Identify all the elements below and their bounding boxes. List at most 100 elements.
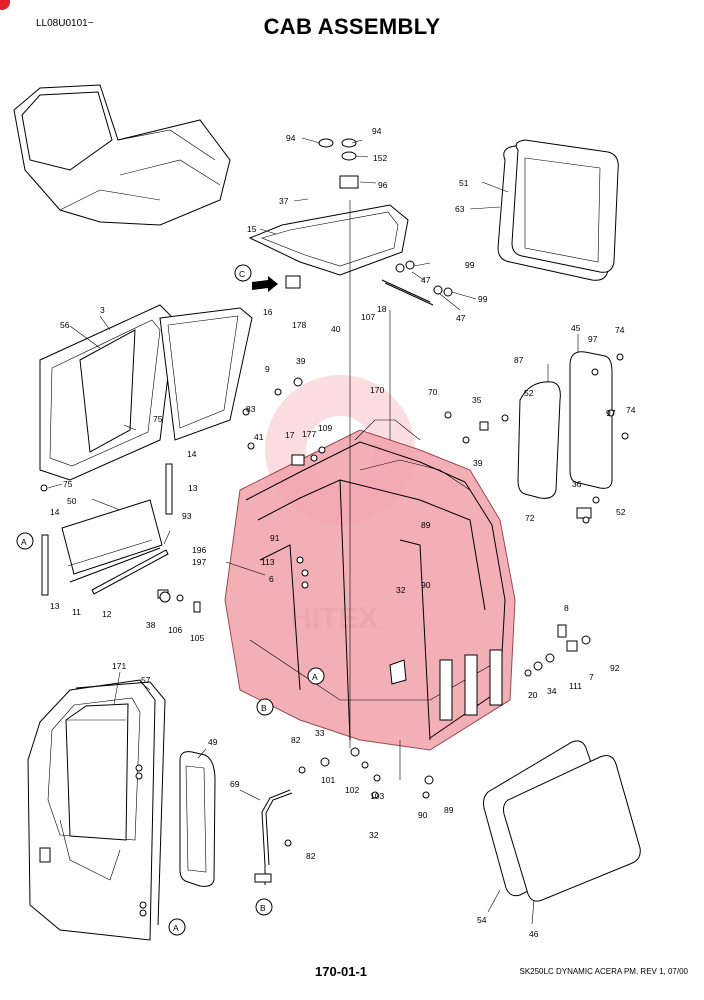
part-number-label: 72 [525,513,535,523]
part-number-label: 82 [306,851,316,861]
part-number-label: 9 [265,364,270,374]
part-number-label: 106 [168,625,182,635]
part-number-label: 90 [421,580,431,590]
rear-right-window [517,351,613,499]
part-number-label: 8 [564,603,569,613]
part-number-label: 111 [569,681,582,691]
part-number-label: 35 [472,395,482,405]
part-number-label: 12 [102,609,112,619]
callout-a-top: A [16,532,34,550]
part-number-label: 113 [261,557,275,567]
small-hardware-left [159,377,434,847]
cab-door [27,679,166,941]
part-number-label: 52 [616,507,626,517]
door-stay-rod [254,789,293,885]
part-number-label: 96 [378,180,388,190]
part-number-label: 20 [528,690,538,700]
part-number-label: 18 [377,304,387,314]
part-number-label: 14 [50,507,60,517]
part-number-label: 87 [514,355,524,365]
part-number-labels: 9494152963715994718994710740178165163356… [50,126,636,939]
callout-a-frame: A [307,667,325,685]
part-number-label: 97 [588,334,598,344]
part-number-label: 32 [396,585,406,595]
part-number-label: 97 [606,408,616,418]
part-number-label: 3 [100,305,105,315]
part-number-label: 7 [589,672,594,682]
roof-hatch [248,138,453,306]
part-number-label: 13 [50,601,60,611]
part-number-label: 197 [192,557,206,567]
part-number-label: 101 [321,775,335,785]
part-number-label: 15 [247,224,257,234]
svg-text:C: C [239,269,245,279]
part-number-label: 70 [428,387,438,397]
part-number-label: 170 [370,385,384,395]
part-number-label: 52 [524,388,534,398]
left-side-window [39,304,253,481]
part-number-label: 16 [263,307,273,317]
part-number-label: 92 [610,663,620,673]
small-hardware-right [444,353,629,677]
part-number-label: 13 [188,483,198,493]
part-number-label: 39 [296,356,306,366]
operator-seat [13,84,231,226]
svg-text:A: A [21,537,27,547]
part-number-label: 33 [315,728,325,738]
front-lower-glass [40,463,173,599]
part-number-label: 196 [192,545,206,555]
callout-a-door: A [168,918,186,936]
part-number-label: 109 [318,423,332,433]
door-window [179,751,216,887]
part-number-label: 99 [465,260,475,270]
part-number-label: 89 [444,805,454,815]
part-number-label: 17 [285,430,295,440]
part-number-label: 63 [455,204,465,214]
part-number-label: 89 [421,520,431,530]
footer-note: SK250LC DYNAMIC ACERA PM, REV 1, 07/00 [519,967,688,976]
part-number-label: 56 [60,320,70,330]
part-number-label: 177 [302,429,316,439]
part-number-label: 47 [421,275,431,285]
part-number-label: 45 [571,323,581,333]
part-number-label: 74 [615,325,625,335]
part-number-label: 82 [291,735,301,745]
part-number-label: 51 [459,178,469,188]
svg-text:A: A [173,923,179,933]
part-number-label: 74 [626,405,636,415]
part-number-label: 41 [254,432,264,442]
part-number-label: 57 [141,675,151,685]
part-number-label: 47 [456,313,466,323]
svg-text:B: B [260,903,266,913]
svg-text:B: B [261,703,267,713]
callout-b-frame: B [256,698,274,716]
part-number-label: 11 [72,607,81,617]
part-number-label: 91 [270,533,280,543]
part-number-label: 39 [473,458,483,468]
part-number-label: 178 [292,320,306,330]
part-number-label: 75 [153,414,163,424]
part-number-label: 50 [67,496,77,506]
part-number-label: 40 [331,324,341,334]
part-number-label: 49 [208,737,218,747]
part-number-label: 38 [146,620,156,630]
part-number-label: 94 [372,126,382,136]
part-number-label: 37 [279,196,289,206]
callout-c-arrow [252,276,278,292]
cab-frame [224,419,516,751]
page-number: 170-01-1 [315,964,368,979]
part-number-label: 171 [112,661,126,671]
svg-text:A: A [312,672,318,682]
part-number-label: 83 [246,404,256,414]
part-number-label: 36 [572,479,582,489]
callout-b-rod: B [255,898,273,916]
callout-c: C [234,264,252,282]
part-number-label: 105 [190,633,204,643]
part-number-label: 152 [373,153,387,163]
part-number-label: 103 [370,791,384,801]
corner-badge [0,0,10,10]
part-number-label: 69 [230,779,240,789]
part-number-label: 102 [345,785,359,795]
part-number-label: 32 [369,830,379,840]
